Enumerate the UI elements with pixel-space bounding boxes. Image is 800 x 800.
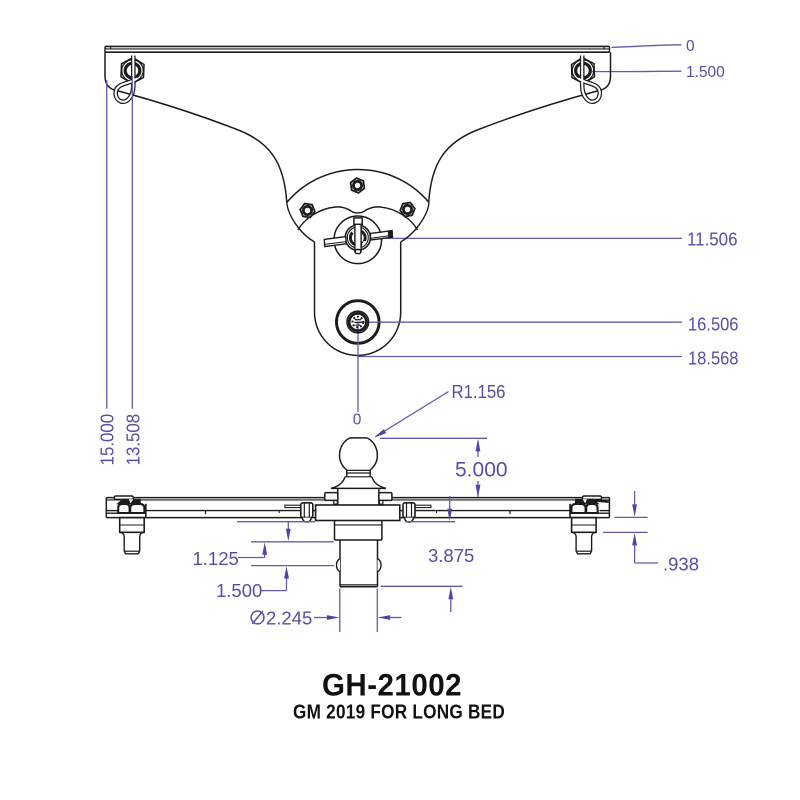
svg-text:1.500: 1.500	[216, 580, 262, 601]
svg-text:.938: .938	[663, 554, 699, 575]
svg-text:2.245: 2.245	[266, 608, 312, 629]
svg-text:0: 0	[686, 38, 695, 55]
svg-text:13.508: 13.508	[122, 414, 143, 466]
svg-text:1.125: 1.125	[193, 548, 239, 569]
svg-text:0: 0	[353, 412, 362, 429]
svg-text:15.000: 15.000	[97, 414, 118, 466]
svg-text:5.000: 5.000	[455, 459, 508, 482]
svg-text:18.568: 18.568	[688, 348, 739, 369]
svg-text:GH-21002: GH-21002	[322, 667, 462, 703]
svg-text:1.500: 1.500	[686, 64, 725, 81]
svg-text:16.506: 16.506	[688, 314, 739, 335]
svg-text:11.506: 11.506	[687, 229, 738, 250]
svg-text:GM 2019 FOR LONG BED: GM 2019 FOR LONG BED	[293, 701, 505, 723]
svg-text:3.875: 3.875	[428, 545, 474, 566]
svg-text:R1.156: R1.156	[452, 381, 506, 402]
